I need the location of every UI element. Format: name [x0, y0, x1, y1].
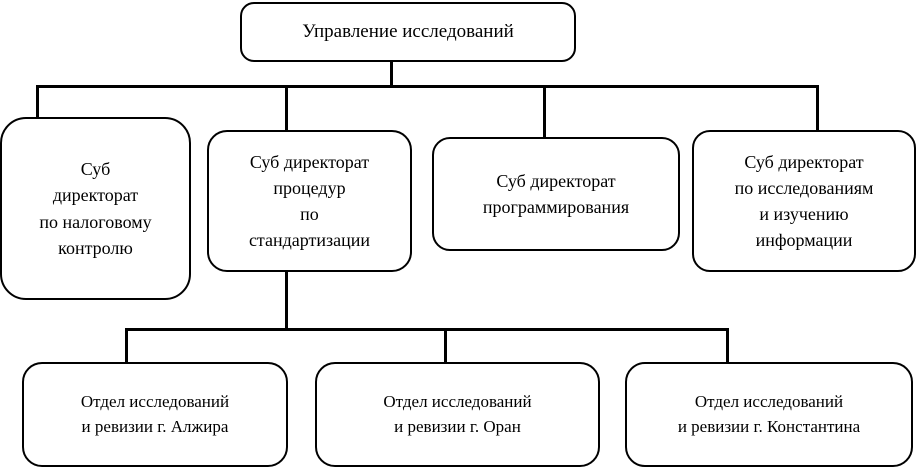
node-subdirectorate-research-information[interactable]: Суб директорат по исследованиям и изучен…	[692, 130, 916, 272]
node-subdirectorate-programming[interactable]: Суб директорат программирования	[432, 137, 680, 251]
connector-root-stem	[390, 62, 393, 87]
connector-drop-alger	[125, 328, 128, 364]
connector-drop-research	[816, 85, 819, 132]
connector-drop-tax	[36, 85, 39, 119]
connector-standardization-stem	[285, 272, 288, 330]
node-department-alger-label: Отдел исследований и ревизии г. Алжира	[80, 391, 230, 436]
connector-level3-bus	[125, 328, 729, 331]
node-subdirectorate-tax-control[interactable]: Суб директорат по налоговому контролю	[0, 117, 191, 300]
node-department-oran[interactable]: Отдел исследований и ревизии г. Оран	[315, 362, 600, 467]
node-subdirectorate-programming-label: Суб директорат программирования	[482, 170, 630, 217]
connector-drop-constantine	[726, 328, 729, 364]
node-department-constantine-label: Отдел исследований и ревизии г. Констант…	[677, 391, 861, 436]
connector-level2-bus	[36, 85, 819, 88]
connector-drop-programming	[543, 85, 546, 139]
node-root-management[interactable]: Управление исследований	[240, 2, 576, 62]
connector-drop-standardization	[285, 85, 288, 132]
node-subdirectorate-standardization[interactable]: Суб директорат процедур по стандартизаци…	[207, 130, 412, 272]
node-subdirectorate-research-information-label: Суб директорат по исследованиям и изучен…	[734, 151, 874, 251]
node-department-alger[interactable]: Отдел исследований и ревизии г. Алжира	[22, 362, 288, 467]
node-subdirectorate-tax-control-label: Суб директорат по налоговому контролю	[39, 159, 152, 258]
node-root-label: Управление исследований	[302, 21, 514, 43]
connector-drop-oran	[444, 328, 447, 364]
node-department-constantine[interactable]: Отдел исследований и ревизии г. Констант…	[625, 362, 913, 467]
node-department-oran-label: Отдел исследований и ревизии г. Оран	[383, 391, 532, 436]
node-subdirectorate-standardization-label: Суб директорат процедур по стандартизаци…	[248, 151, 371, 251]
